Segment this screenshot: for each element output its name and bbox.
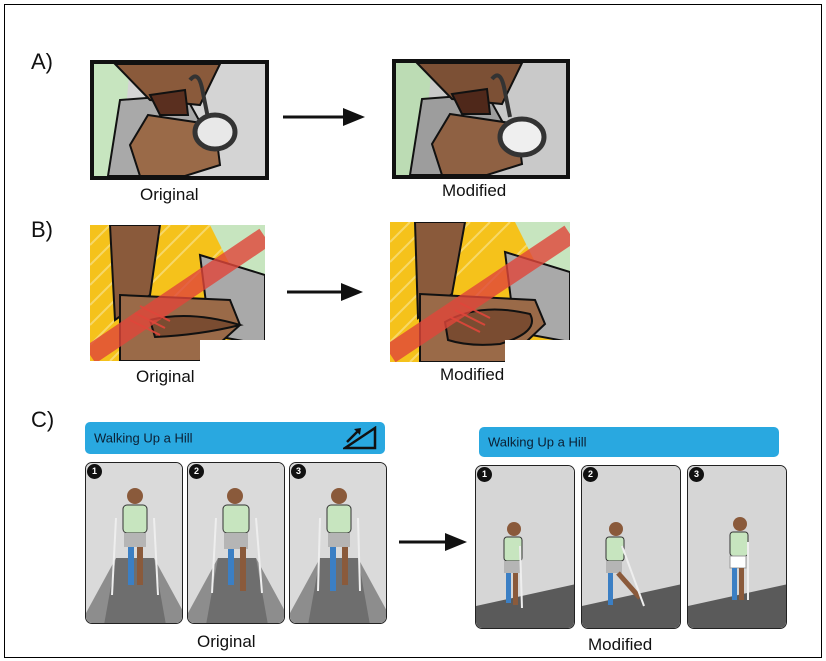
modified-step-2: 2 — [581, 465, 681, 629]
step-badge: 1 — [87, 464, 102, 479]
section-c-modified-caption: Modified — [588, 635, 653, 654]
section-a-modified-caption: Modified — [442, 181, 507, 200]
section-b-original-image — [90, 225, 265, 361]
right-arrow-icon — [287, 283, 363, 301]
section-c-label: C) — [31, 407, 55, 432]
section-b-modified-caption: Modified — [440, 365, 505, 384]
original-step-1: 1 — [85, 462, 183, 624]
modified-banner-title: Walking Up a Hill — [488, 434, 587, 450]
step-badge: 2 — [583, 467, 598, 482]
section-a-label: A) — [31, 49, 53, 74]
right-arrow-icon — [283, 108, 365, 126]
section-b-label: B) — [31, 217, 53, 242]
section-b-modified-image — [390, 222, 570, 362]
original-step-3: 3 — [289, 462, 387, 624]
step-badge: 1 — [477, 467, 492, 482]
step-badge: 3 — [689, 467, 704, 482]
right-arrow-icon — [399, 533, 467, 551]
original-banner: Walking Up a Hill — [85, 422, 385, 454]
section-a-original-image — [90, 60, 269, 180]
section-a-original-caption: Original — [140, 185, 199, 204]
step-badge: 2 — [189, 464, 204, 479]
original-banner-title: Walking Up a Hill — [94, 430, 193, 446]
step-badge: 3 — [291, 464, 306, 479]
modified-step-3: 3 — [687, 465, 787, 629]
original-step-2: 2 — [187, 462, 285, 624]
section-a-modified-image — [392, 59, 570, 179]
section-b-original-caption: Original — [136, 367, 195, 386]
figure-frame: A) Original — [4, 4, 822, 658]
incline-icon — [343, 426, 377, 450]
modified-banner: Walking Up a Hill — [479, 427, 779, 457]
modified-step-1: 1 — [475, 465, 575, 629]
section-c-original-caption: Original — [197, 632, 256, 651]
